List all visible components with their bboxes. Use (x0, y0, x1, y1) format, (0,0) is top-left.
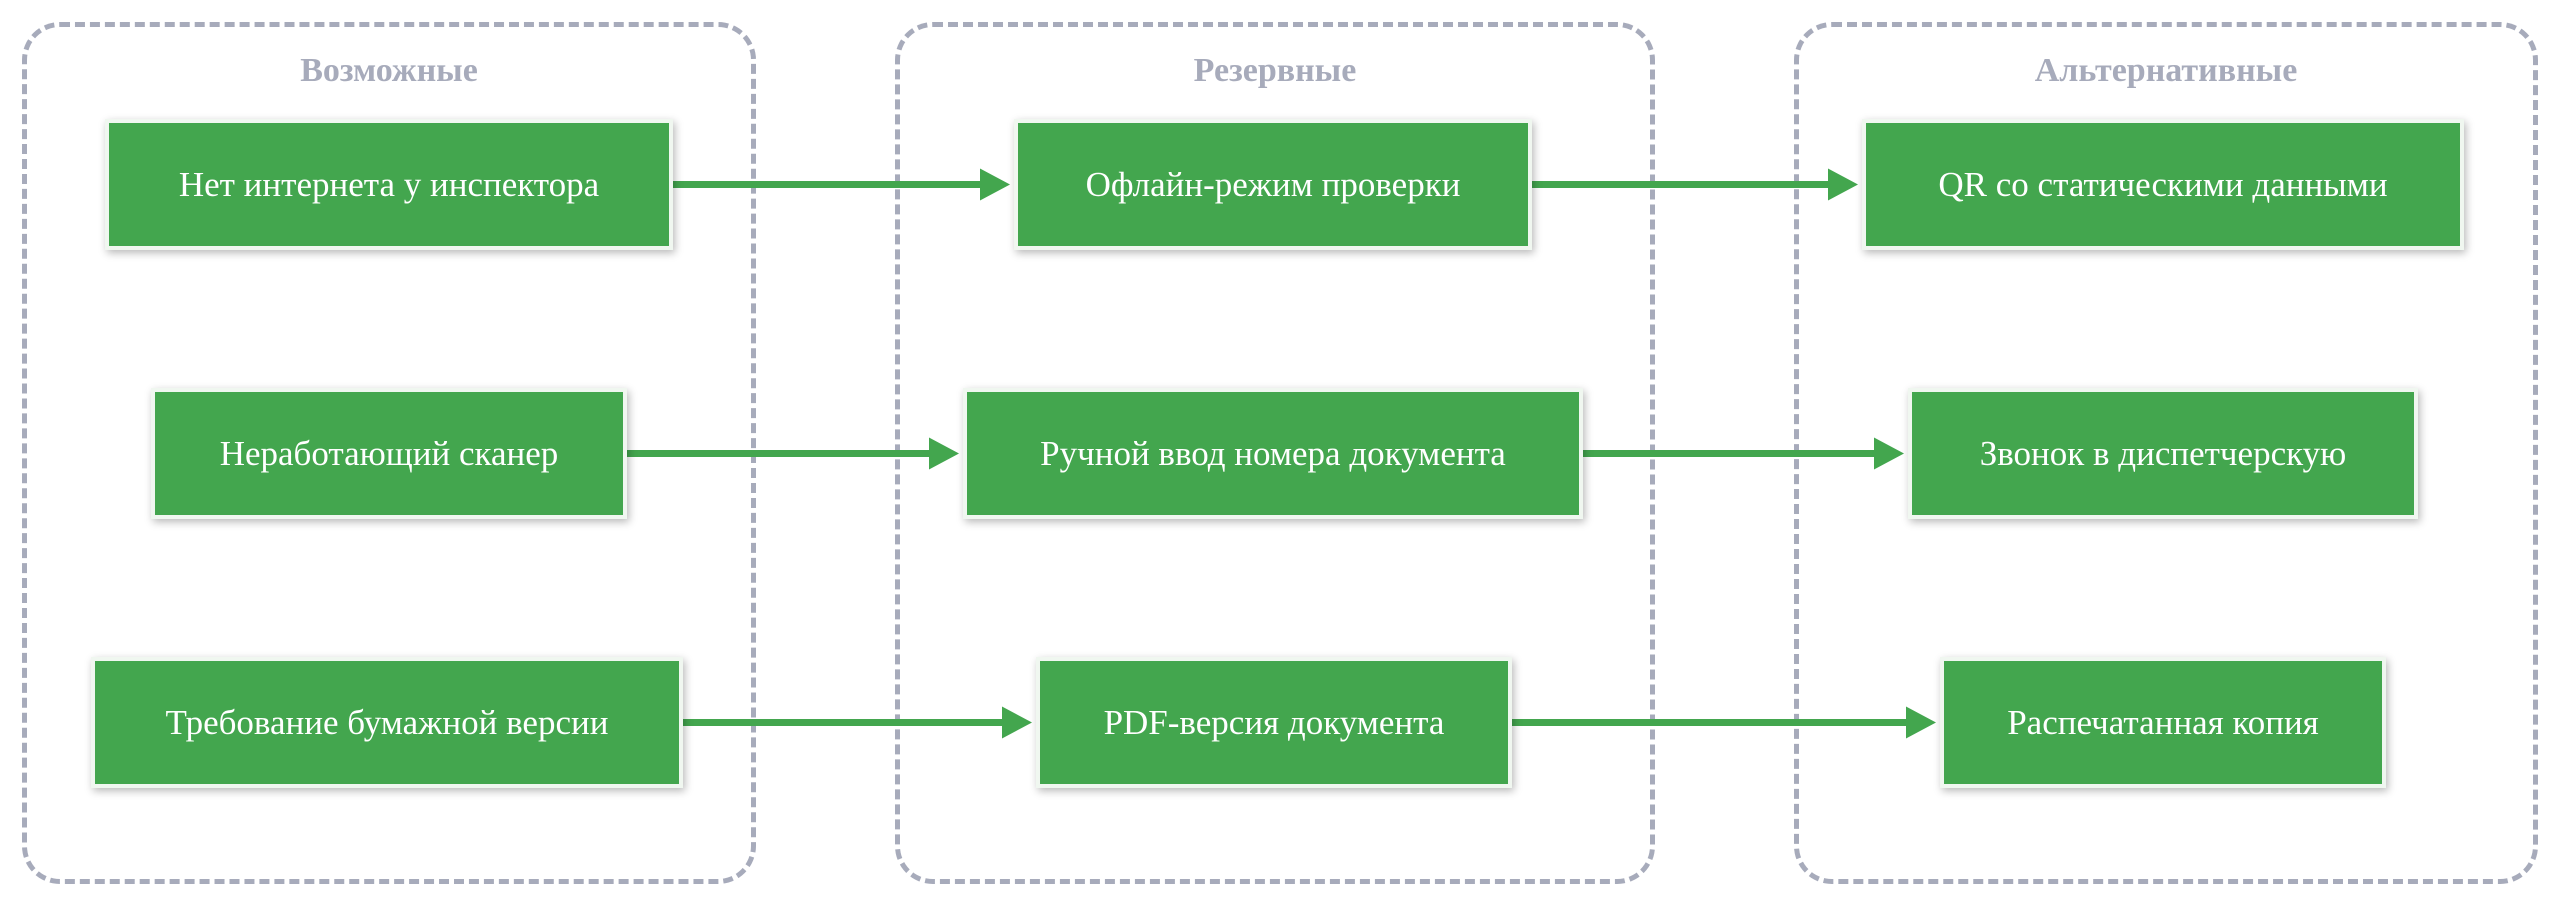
node-label: Распечатанная копия (2007, 703, 2319, 742)
edge-arrowhead-3 (1828, 168, 1858, 201)
node-broken-scanner[interactable]: Неработающий сканер (151, 388, 627, 519)
group-title: Альтернативные (2034, 52, 2298, 89)
edge-arrowhead-4 (1874, 437, 1904, 470)
edge-arrowhead-1 (929, 437, 959, 470)
node-static-qr[interactable]: QR со статическими данными (1862, 119, 2464, 250)
node-paper-required[interactable]: Требование бумажной версии (91, 657, 683, 788)
node-label: PDF-версия документа (1103, 703, 1445, 742)
edge-arrowhead-2 (1002, 706, 1032, 739)
node-label: Нет интернета у инспектора (178, 165, 600, 204)
node-label: Требование бумажной версии (165, 703, 609, 742)
group-title: Возможные (300, 52, 478, 89)
node-no-internet[interactable]: Нет интернета у инспектора (105, 119, 673, 250)
node-dispatch-call[interactable]: Звонок в диспетчерскую (1908, 388, 2418, 519)
node-pdf-version[interactable]: PDF-версия документа (1036, 657, 1512, 788)
node-offline-check[interactable]: Офлайн-режим проверки (1014, 119, 1532, 250)
group-title: Резервные (1193, 52, 1357, 89)
node-label: Неработающий сканер (219, 434, 559, 473)
node-label: Офлайн-режим проверки (1085, 165, 1461, 204)
node-label: Ручной ввод номера документа (1040, 434, 1506, 473)
node-manual-entry[interactable]: Ручной ввод номера документа (963, 388, 1583, 519)
node-label: Звонок в диспетчерскую (1979, 434, 2347, 473)
edge-arrowhead-0 (980, 168, 1010, 201)
edge-arrowhead-5 (1906, 706, 1936, 739)
node-printed-copy[interactable]: Распечатанная копия (1940, 657, 2386, 788)
node-label: QR со статическими данными (1938, 165, 2388, 204)
